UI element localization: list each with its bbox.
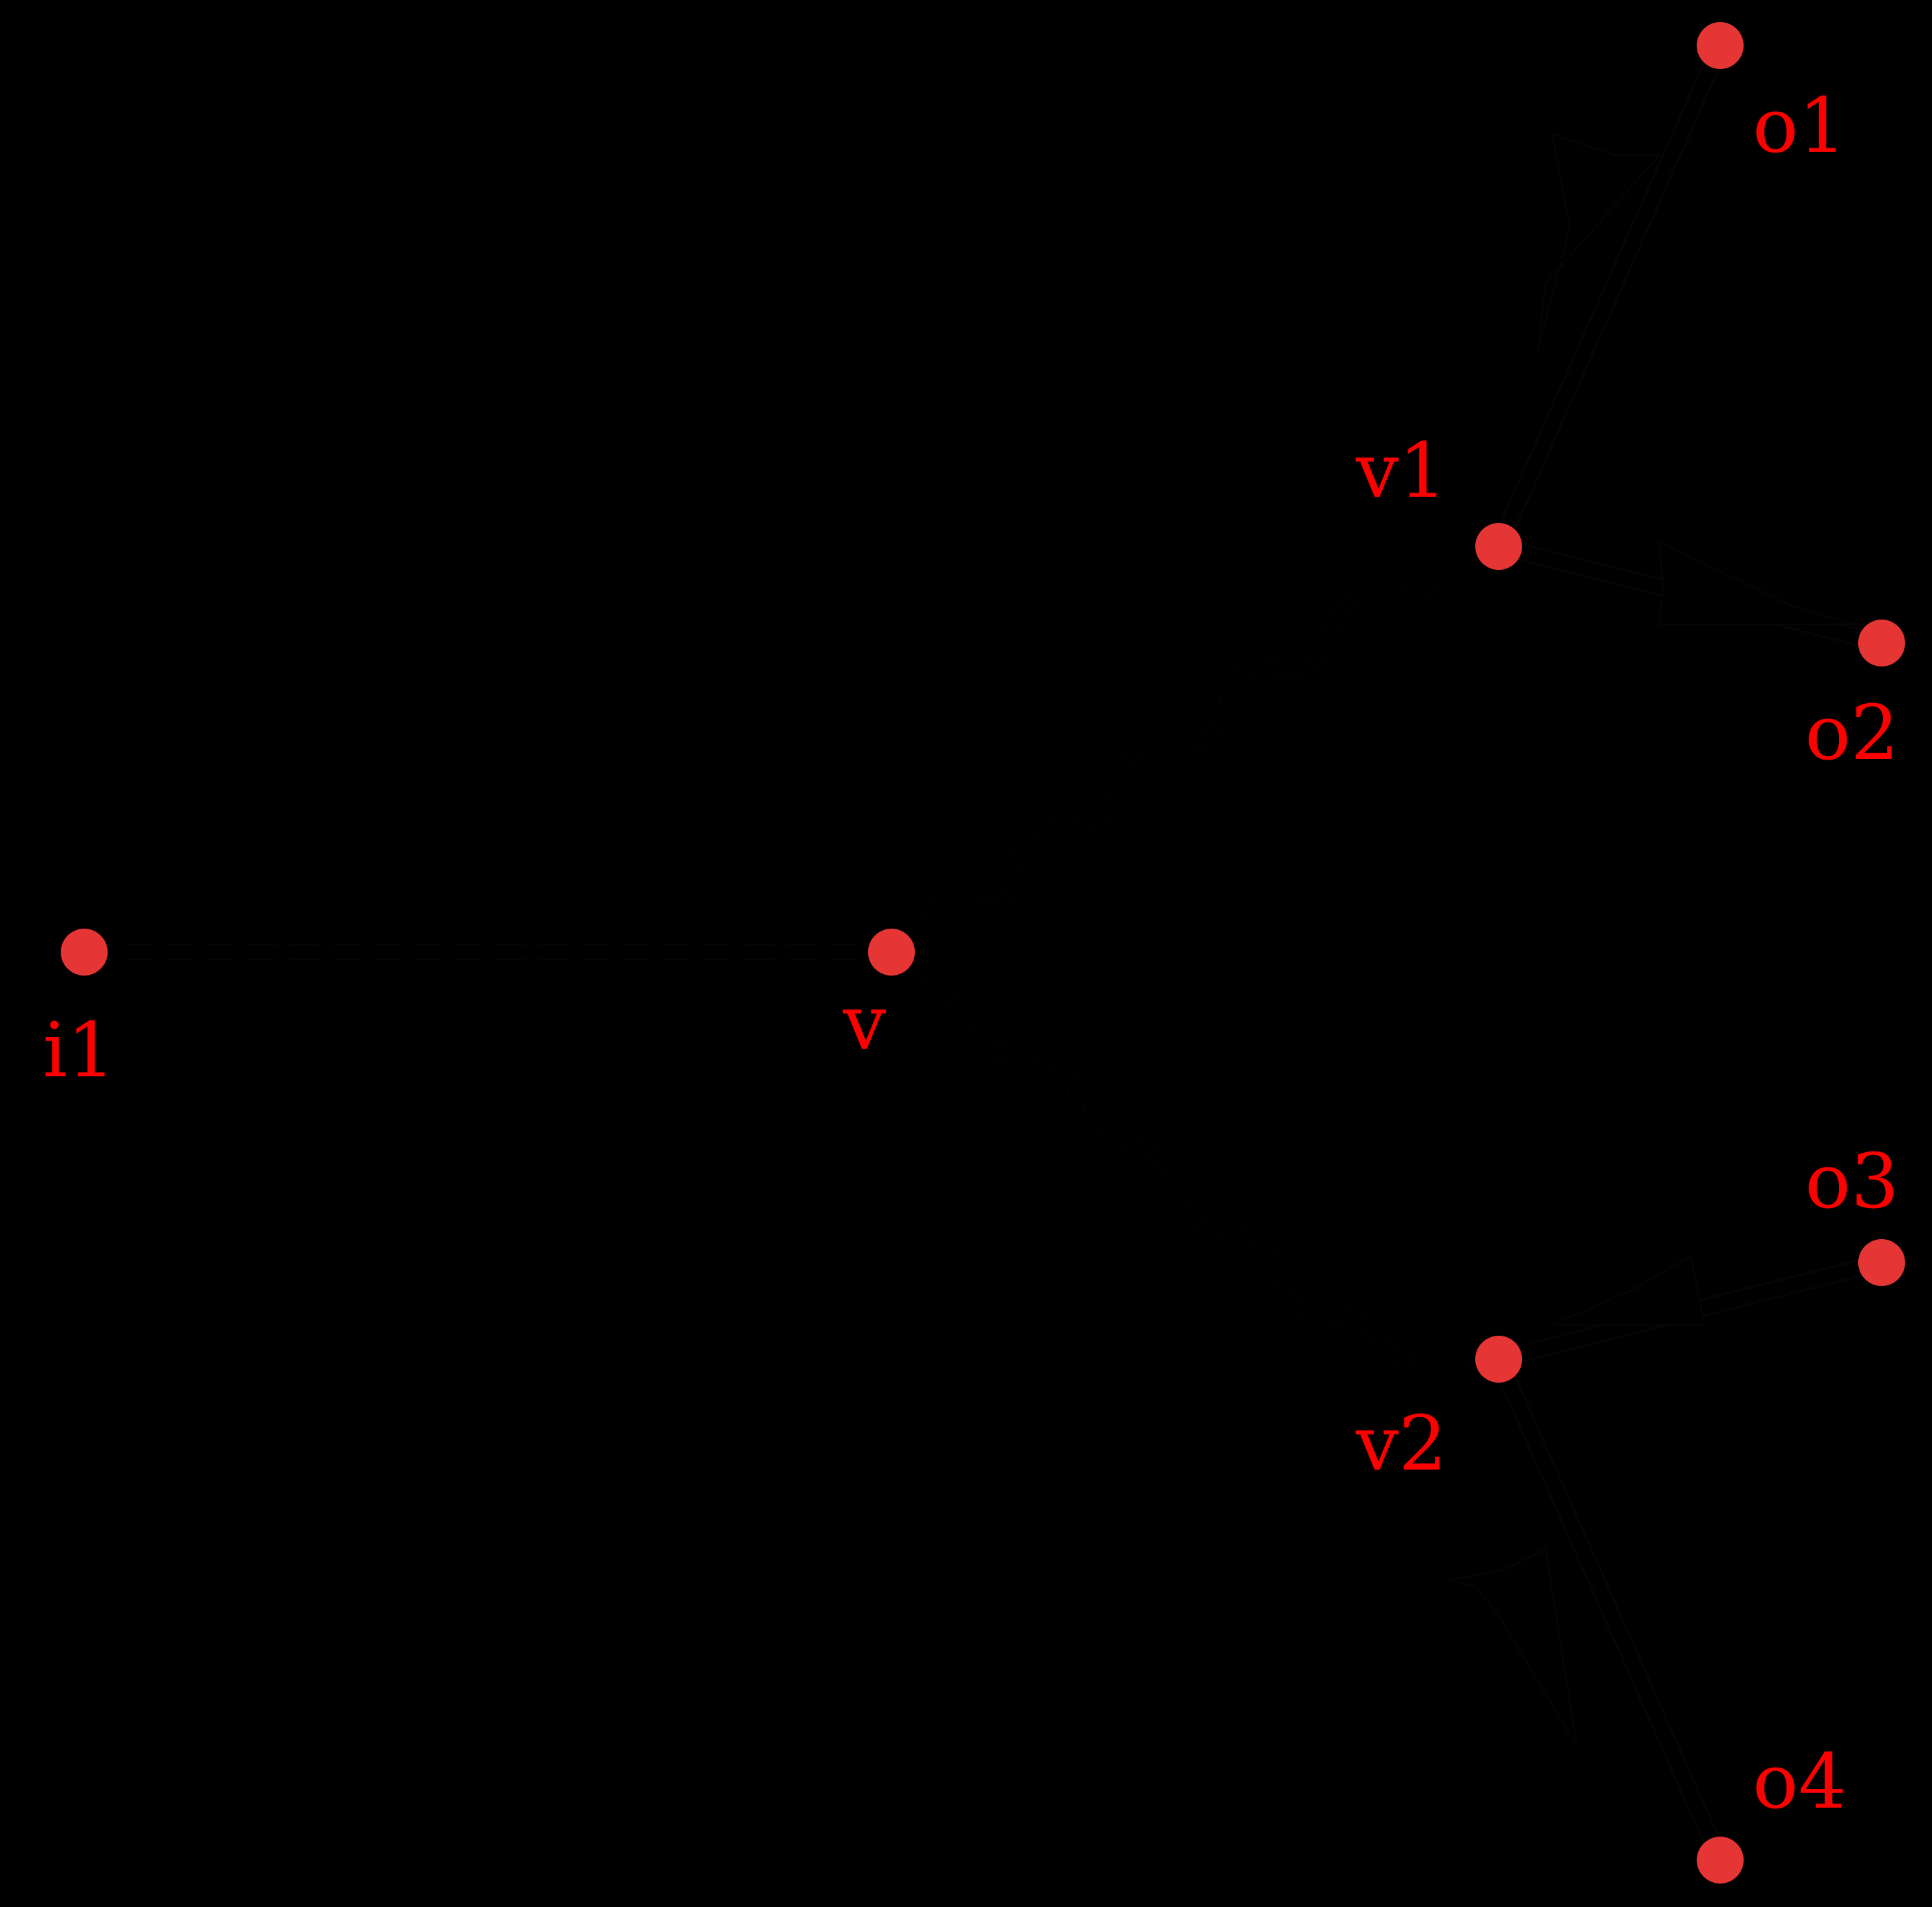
label-o3: o3 (1805, 1137, 1899, 1225)
edge-o3-v2-fermion (1496, 1254, 1884, 1368)
vertex-v (868, 929, 915, 976)
edge-v-v2-wavy (885, 946, 1505, 1368)
label-v2: v2 (1355, 1399, 1447, 1488)
vertex-o4 (1697, 1837, 1744, 1884)
vertex-v2 (1475, 1336, 1522, 1383)
vertex-v1 (1475, 523, 1522, 570)
vertex-o2 (1858, 620, 1905, 666)
label-o2: o2 (1805, 689, 1899, 777)
label-v1: v1 (1355, 426, 1447, 515)
edge-v-v1-wavy (885, 540, 1505, 958)
label-i1: i1 (43, 1006, 115, 1094)
vertex-o1 (1697, 22, 1744, 69)
label-v: v (842, 978, 886, 1067)
vertex-i1 (61, 929, 108, 976)
edge-v2-o4-fermion (1448, 1355, 1728, 1864)
arrowhead-icon (1552, 1254, 1706, 1325)
label-o4: o4 (1753, 1737, 1846, 1826)
arrowhead-icon (1448, 1548, 1577, 1746)
edge-o1-v1-fermion (1490, 41, 1728, 551)
label-o1: o1 (1753, 81, 1846, 170)
edge-v1-o2-fermion (1496, 537, 1884, 652)
arrowhead-icon (1537, 133, 1662, 353)
arrowhead-icon (1658, 540, 1857, 625)
vertex-o3 (1858, 1239, 1905, 1286)
